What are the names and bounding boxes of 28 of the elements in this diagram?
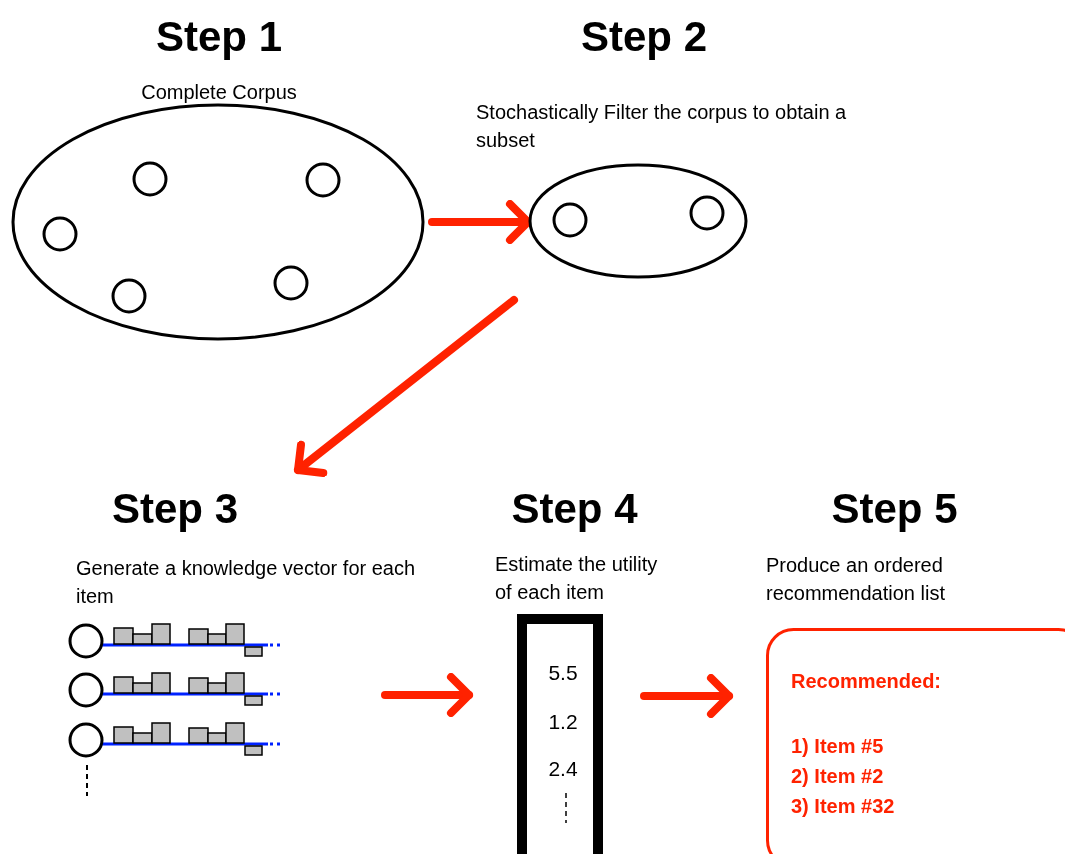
- step-description: Stochastically Filter the corpus to obtain a subset: [476, 100, 848, 153]
- list-heading: Recommended:: [791, 669, 943, 694]
- utility-score: 1.2: [547, 709, 579, 735]
- step-heading: Step 3: [110, 488, 239, 530]
- utility-score: 2.4: [547, 756, 579, 782]
- arrow: [294, 296, 518, 477]
- arrow: [640, 674, 733, 718]
- list-item: 1) Item #5: [791, 734, 885, 759]
- item-circle: [552, 202, 588, 238]
- step-heading: Step 1: [154, 16, 283, 58]
- item-circle: [689, 195, 725, 231]
- item-circle: [132, 161, 168, 197]
- step-heading: Step 5: [830, 488, 959, 530]
- step-heading: Step 4: [510, 488, 639, 530]
- item-circle: [111, 278, 147, 314]
- utility-score: 5.5: [547, 660, 579, 686]
- item-circle: [42, 216, 78, 252]
- step-heading: Step 2: [579, 16, 708, 58]
- list-item: 3) Item #32: [791, 794, 896, 819]
- arrow: [381, 673, 473, 717]
- item-circle: [305, 162, 341, 198]
- item-circle: [273, 265, 309, 301]
- step-description: Produce an ordered recommendation list: [766, 553, 946, 606]
- list-item: 2) Item #2: [791, 764, 885, 789]
- step-description: Generate a knowledge vector for each item: [76, 556, 417, 609]
- arrow: [428, 200, 532, 244]
- step-description: Estimate the utility of each item: [495, 552, 659, 605]
- step-description: Complete Corpus: [140, 80, 298, 105]
